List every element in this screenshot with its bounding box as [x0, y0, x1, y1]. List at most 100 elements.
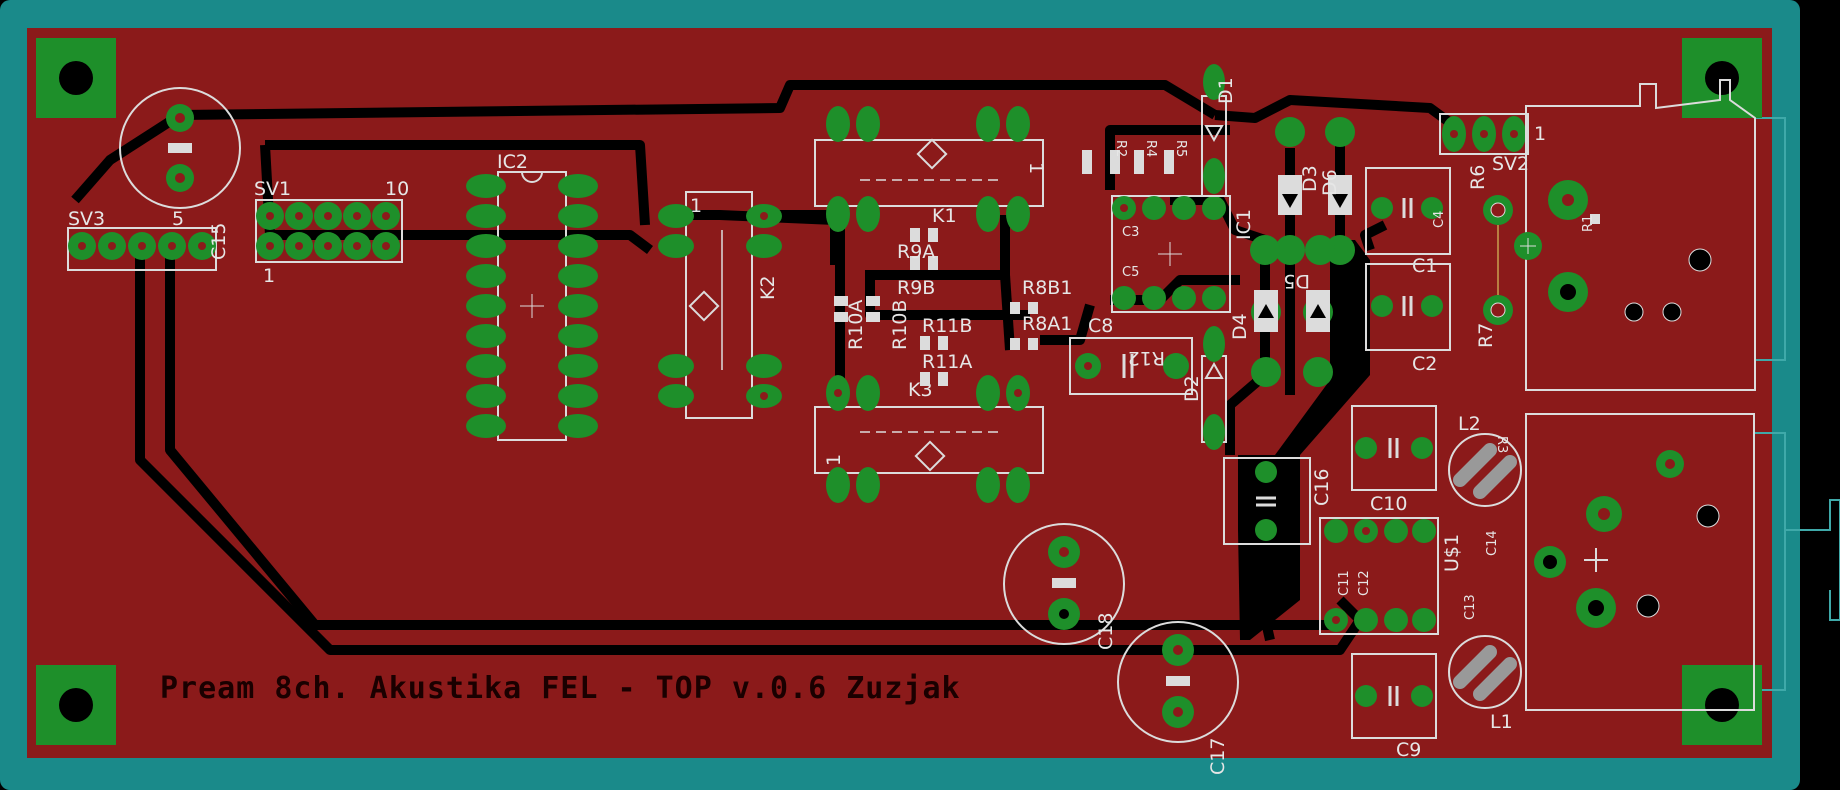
label-sv3-pin5: 5 — [172, 208, 184, 230]
label-r8a1: R8A1 — [1022, 313, 1072, 335]
board-title: Pream 8ch. Akustika FEL - TOP v.0.6 Zuzj… — [160, 671, 961, 706]
ic2-pin — [558, 174, 598, 198]
label-r2: R2 — [1113, 140, 1128, 157]
label-r6: R6 — [1467, 165, 1489, 190]
ic2-pin — [466, 294, 506, 318]
label-sv2: SV2 — [1492, 153, 1529, 175]
label-k1: K1 — [932, 205, 957, 227]
label-d4: D4 — [1229, 313, 1251, 340]
k3-relay — [814, 406, 1044, 474]
c18-capacitor — [1003, 523, 1125, 645]
label-c3: C3 — [1122, 225, 1139, 240]
d3-d6-diodes — [1250, 117, 1355, 387]
l1-inductor — [1448, 635, 1522, 709]
ic1-chip — [1111, 195, 1231, 313]
label-k3-pin1: 1 — [823, 454, 845, 466]
c16-capacitor — [1223, 457, 1311, 545]
mount-hole-tr — [1682, 38, 1762, 118]
smd-resistors — [834, 228, 1038, 386]
audio-jack-bottom-pins — [1534, 450, 1720, 628]
label-r9a: R9A — [897, 241, 935, 263]
ic2-pin — [558, 264, 598, 288]
sv1-pin-hole — [266, 242, 274, 250]
label-sv2-pin1: 1 — [1534, 123, 1546, 145]
mount-hole-bl — [36, 665, 116, 745]
k3-pins — [826, 375, 1030, 503]
label-k1-pin1: 1 — [1025, 162, 1047, 174]
ic2-pin — [466, 384, 506, 408]
label-ic1: IC1 — [1233, 209, 1255, 240]
label-c11: C11 — [1337, 570, 1352, 596]
ic2-pin — [558, 384, 598, 408]
label-sv3: SV3 — [68, 208, 105, 230]
smd-r2-r4-r5 — [1082, 150, 1174, 174]
us1-chip — [1319, 517, 1439, 635]
label-c18: C18 — [1095, 613, 1117, 650]
ic2-pin — [558, 204, 598, 228]
sv1-pin-hole — [266, 212, 274, 220]
label-c16: C16 — [1311, 469, 1333, 506]
c17-capacitor — [1117, 621, 1239, 743]
label-r10b: R10B — [889, 300, 911, 350]
ic2-pin — [558, 414, 598, 438]
ic2-pin — [466, 204, 506, 228]
label-d1: D1 — [1215, 77, 1237, 104]
label-c12: C12 — [1357, 570, 1372, 596]
r6-r7-resistors — [1483, 195, 1513, 325]
c15-capacitor — [119, 87, 241, 209]
ic2-pin — [558, 324, 598, 348]
ic2-pins — [466, 174, 598, 438]
audio-jack-top — [1525, 79, 1756, 391]
k1-relay — [814, 138, 1044, 207]
label-c8: C8 — [1088, 315, 1113, 337]
label-r10a: R10A — [845, 300, 867, 350]
ic2-pin — [466, 324, 506, 348]
ic2-pin — [466, 264, 506, 288]
ground-fill — [1238, 240, 1370, 640]
d1-diode — [1201, 64, 1227, 197]
label-sv1-pin1: 1 — [263, 265, 275, 287]
label-r8b1: R8B1 — [1022, 277, 1072, 299]
label-d6: D6 — [1319, 169, 1341, 196]
label-k2-pin1: 1 — [690, 195, 702, 217]
audio-jack-top-pins — [1514, 180, 1712, 322]
d2-diode — [1201, 326, 1227, 450]
l2-inductor — [1448, 433, 1522, 507]
sv1-connector — [255, 199, 403, 263]
sv1-pin-hole — [353, 212, 361, 220]
sv3-connector — [67, 227, 217, 271]
label-l1: L1 — [1490, 711, 1513, 733]
label-c9: C9 — [1396, 739, 1421, 761]
ic2-pin — [558, 294, 598, 318]
label-us1: U$1 — [1441, 534, 1463, 572]
label-r4: R4 — [1143, 140, 1158, 157]
label-r11a: R11A — [922, 351, 972, 373]
label-c10: C10 — [1370, 493, 1407, 515]
label-r7: R7 — [1475, 323, 1497, 348]
label-c17: C17 — [1207, 738, 1229, 775]
ic2-pin — [466, 174, 506, 198]
label-r5: R5 — [1173, 140, 1188, 157]
ic2-pin — [558, 234, 598, 258]
sv1-pins — [256, 202, 400, 260]
c10-capacitor — [1351, 405, 1437, 491]
label-d3: D3 — [1299, 165, 1321, 192]
ic2-pin — [466, 234, 506, 258]
ic2-pin — [558, 354, 598, 378]
c2-capacitor — [1365, 263, 1451, 351]
sv2-connector — [1439, 113, 1529, 155]
sv1-pin-hole — [324, 242, 332, 250]
audio-jack-bottom — [1525, 413, 1755, 711]
sv1-pin-hole — [324, 212, 332, 220]
label-sv1-pin10: 10 — [385, 178, 409, 200]
label-r9b: R9B — [897, 277, 935, 299]
sv1-pin-hole — [382, 212, 390, 220]
label-k2: K2 — [757, 275, 779, 300]
label-d5: D5 — [1283, 270, 1310, 292]
label-c14: C14 — [1485, 530, 1500, 556]
label-r11b: R11B — [922, 315, 972, 337]
label-d2: D2 — [1181, 375, 1203, 402]
mount-hole-br — [1682, 665, 1762, 745]
c9-capacitor — [1351, 653, 1437, 739]
label-c2: C2 — [1412, 353, 1437, 375]
